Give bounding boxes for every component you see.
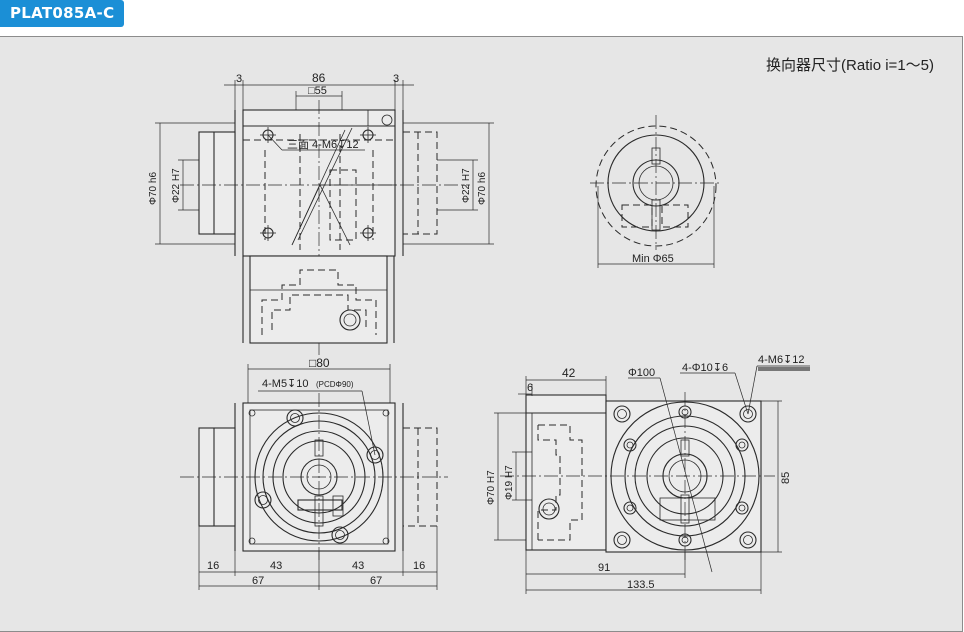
right-tapped: 4-M6↧12 bbox=[758, 354, 805, 366]
bottom-view: □80 4-M5↧10 (PCDΦ90) 16 43 43 16 67 67 bbox=[180, 356, 448, 590]
bottom-pcd: (PCDΦ90) bbox=[316, 380, 354, 389]
right-dim-42: 42 bbox=[562, 366, 576, 380]
side-view: Min Φ65 bbox=[590, 115, 722, 268]
side-min-dia: Min Φ65 bbox=[632, 253, 674, 265]
right-dim-91: 91 bbox=[598, 562, 610, 574]
right-dim-85: 85 bbox=[780, 472, 792, 484]
bottom-dim-43-right: 43 bbox=[352, 560, 364, 572]
tiny-note-mark bbox=[758, 367, 810, 371]
bottom-dim-16-right: 16 bbox=[413, 560, 425, 572]
bottom-dim-67-right: 67 bbox=[370, 575, 382, 587]
right-holes: 4-Φ10↧6 bbox=[682, 362, 728, 374]
front-dim-55: □55 bbox=[308, 85, 327, 97]
bottom-dim-16-left: 16 bbox=[207, 560, 219, 572]
right-dim-6: 6 bbox=[527, 382, 533, 394]
drawing-panel bbox=[0, 36, 963, 632]
bottom-tapped-holes: 4-M5↧10 bbox=[262, 378, 309, 390]
right-dim-phi70: Φ70 H7 bbox=[486, 470, 497, 505]
bottom-dim-43-left: 43 bbox=[270, 560, 282, 572]
front-dim-phi70-right: Φ70 h6 bbox=[477, 172, 488, 205]
right-dim-phi100: Φ100 bbox=[628, 367, 655, 379]
front-dim-phi22-left: Φ22 H7 bbox=[171, 168, 182, 203]
front-tapped-holes: 三面 4-M6↧12 bbox=[287, 139, 359, 151]
model-badge: PLAT085A-C bbox=[0, 0, 125, 27]
right-dim-1335: 133.5 bbox=[627, 579, 655, 591]
ratio-note: 换向器尺寸(Ratio i=1～5) bbox=[766, 57, 934, 74]
front-dim-3-right: 3 bbox=[393, 73, 399, 85]
front-view: 86 □55 3 3 Φ70 h6 Φ22 H7 Φ22 H7 Φ70 h6 三… bbox=[148, 71, 494, 355]
bottom-dim-67-left: 67 bbox=[252, 575, 264, 587]
right-view: 42 6 Φ100 4-Φ10↧6 4-M6↧12 Φ70 H7 Φ19 H7 … bbox=[486, 354, 810, 594]
front-dim-3-left: 3 bbox=[236, 73, 242, 85]
bottom-dim-80: □80 bbox=[309, 356, 330, 370]
front-dim-86: 86 bbox=[312, 71, 326, 85]
front-dim-phi22-right: Φ22 H7 bbox=[461, 168, 472, 203]
right-dim-phi19: Φ19 H7 bbox=[504, 465, 515, 500]
front-dim-phi70-left: Φ70 h6 bbox=[148, 172, 159, 205]
